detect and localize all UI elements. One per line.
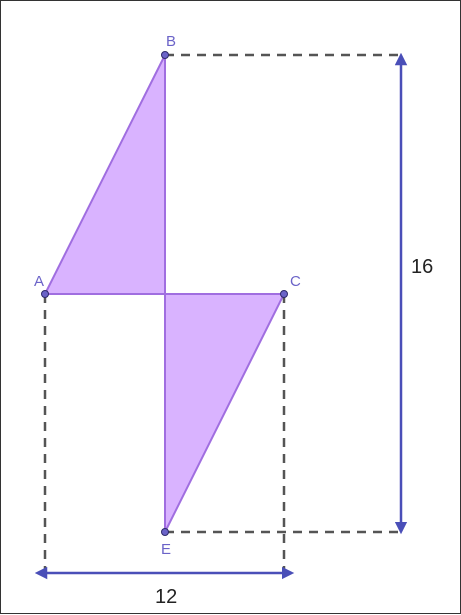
height-dimension-label: 16 [411, 256, 433, 278]
vertex-label-e: E [161, 541, 171, 558]
vertex-point-b [161, 51, 169, 59]
vertex-point-a [41, 290, 49, 298]
vertex-label-a: A [34, 273, 44, 290]
width-dimension-label: 12 [155, 586, 177, 608]
vertex-point-e [161, 528, 169, 536]
vertex-label-c: C [290, 273, 301, 290]
rhombus-shape [43, 54, 286, 533]
vertex-point-c [280, 290, 288, 298]
vertex-label-b: B [166, 33, 176, 50]
